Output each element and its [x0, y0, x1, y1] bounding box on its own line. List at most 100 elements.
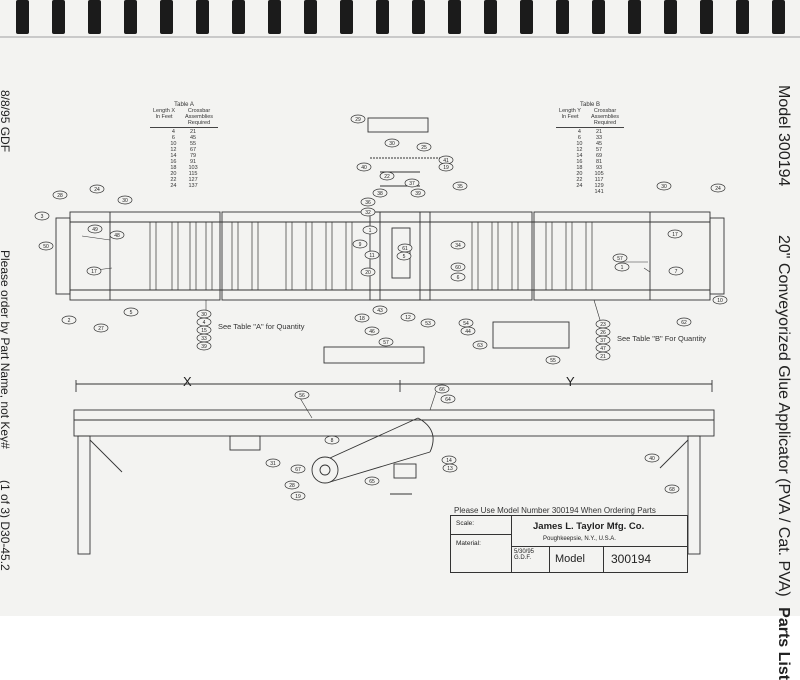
part-callout-bubble: 35: [452, 181, 468, 191]
part-callout-bubble: 27: [93, 323, 109, 333]
part-callout-number: 54: [463, 321, 469, 327]
part-callout-number: 24: [715, 186, 721, 192]
part-callout-number: 8: [331, 438, 334, 444]
drawing-date: 5/30/95 G.D.F.: [514, 549, 544, 561]
table-a-length-cell: 22: [170, 177, 177, 183]
part-callout-bubble: 62: [676, 317, 692, 327]
part-callout-bubble: 54: [458, 318, 474, 328]
part-callout-number: 57: [617, 256, 623, 262]
part-callout-bubble: 32: [360, 207, 376, 217]
part-callout-bubble: 1: [614, 262, 630, 272]
table-b-qty-cell: 129: [594, 183, 604, 189]
order-model-note: Please Use Model Number 300194 When Orde…: [454, 506, 656, 515]
part-callout-bubble: 65: [364, 476, 380, 486]
leader-lines: [81, 235, 651, 419]
company-location: Poughkeepsie, N.Y., U.S.A.: [543, 536, 616, 542]
part-callout-bubble: 12: [400, 312, 416, 322]
table-b: Table B Length Y In Feet Crossbar Assemb…: [556, 102, 624, 195]
part-callout-number: 1: [621, 265, 624, 271]
part-callout-bubble: 48: [109, 230, 125, 240]
material-label: Material:: [456, 540, 481, 547]
table-a-qty-cell: 103: [188, 165, 198, 171]
part-callout-number: 4: [203, 320, 206, 326]
part-callout-bubble: 44: [460, 326, 476, 336]
table-b-length-cell: 16: [576, 159, 583, 165]
part-callout-number: 30: [389, 141, 395, 147]
model-label: Model: [555, 553, 585, 565]
part-callout-bubble: 67: [290, 464, 306, 474]
part-callout-number: 22: [384, 174, 390, 180]
part-callout-number: 28: [289, 483, 295, 489]
part-callout-number: 11: [369, 253, 374, 259]
part-callout-number: 21: [600, 354, 606, 360]
table-a-qty-cell: 21: [190, 129, 197, 135]
part-callout-number: 38: [377, 191, 383, 197]
table-b-length-cell: 10: [576, 141, 583, 147]
part-callout-bubble: 37: [595, 335, 611, 345]
part-callout-number: 3: [41, 214, 44, 220]
part-callout-number: 63: [477, 343, 483, 349]
table-b-qty-cell: 21: [596, 129, 603, 135]
elevation-view: [73, 380, 715, 555]
part-callout-number: 33: [201, 336, 207, 342]
part-callout-number: 30: [122, 198, 128, 204]
part-callout-bubble: 40: [356, 162, 372, 172]
table-b-length-cell: 18: [576, 165, 583, 171]
drawing-title-suffix: Parts List: [775, 607, 792, 680]
part-callout-number: 60: [455, 265, 461, 271]
part-callout-number: 19: [443, 165, 449, 171]
date-value: 5/30/95: [514, 549, 535, 555]
part-callout-bubble: 40: [644, 453, 660, 463]
part-callout-bubble: 8: [324, 435, 340, 445]
part-callout-bubble: 57: [378, 337, 394, 347]
table-a-length-cell: 14: [170, 153, 177, 159]
part-callout-bubble: 38: [372, 188, 388, 198]
part-callout-bubble: 55: [545, 355, 561, 365]
table-a-qty-cell: 45: [190, 135, 197, 141]
part-callout-bubble: 25: [416, 142, 432, 152]
part-callout-number: 55: [550, 358, 556, 364]
table-b-qty-cell: 57: [596, 147, 603, 153]
part-callout-number: 34: [455, 243, 461, 249]
table-b-length-cell: 14: [576, 153, 583, 159]
part-callout-bubble: 30: [656, 181, 672, 191]
part-callout-number: 7: [675, 269, 678, 275]
part-callout-number: 10: [717, 298, 723, 304]
part-callout-number: 17: [672, 232, 678, 238]
part-callout-bubble: 39: [410, 188, 426, 198]
table-b-qty-cell: 45: [596, 141, 603, 147]
part-callout-bubble: 5: [123, 307, 139, 317]
part-callout-number: 17: [91, 269, 97, 275]
part-callout-bubble: 66: [434, 384, 450, 394]
part-callout-bubble: 13: [442, 463, 458, 473]
part-callout-bubble: 17: [667, 229, 683, 239]
part-callout-bubble: 34: [450, 240, 466, 250]
part-callout-number: 68: [669, 487, 675, 493]
table-b-length-cell: 12: [576, 147, 583, 153]
part-callout-bubble: 6: [450, 272, 466, 282]
part-callout-number: 12: [405, 315, 411, 321]
part-callout-bubble: 50: [38, 241, 54, 251]
part-callout-bubble: 17: [86, 266, 102, 276]
table-b-length-cell: 6: [577, 135, 581, 141]
part-callout-number: 30: [201, 312, 207, 318]
part-callout-number: 50: [43, 244, 49, 250]
part-callout-number: 1: [369, 228, 372, 234]
part-callout-bubble: 61: [397, 243, 413, 253]
part-callout-number: 47: [600, 346, 606, 352]
part-callout-number: 62: [681, 320, 687, 326]
part-callout-number: 28: [57, 193, 63, 199]
part-callout-bubble: 39: [196, 341, 212, 351]
dimension-x-label: X: [183, 374, 192, 389]
title-block: Scale: Material: James L. Taylor Mfg. Co…: [450, 515, 688, 573]
part-callout-number: 37: [409, 181, 415, 187]
part-callout-bubble: 56: [294, 390, 310, 400]
part-callout-number: 36: [365, 200, 371, 206]
part-callout-bubble: 29: [350, 114, 366, 124]
part-callout-bubble: 31: [265, 458, 281, 468]
table-a-qty-cell: 67: [190, 147, 197, 153]
part-callout-number: 18: [359, 316, 365, 322]
